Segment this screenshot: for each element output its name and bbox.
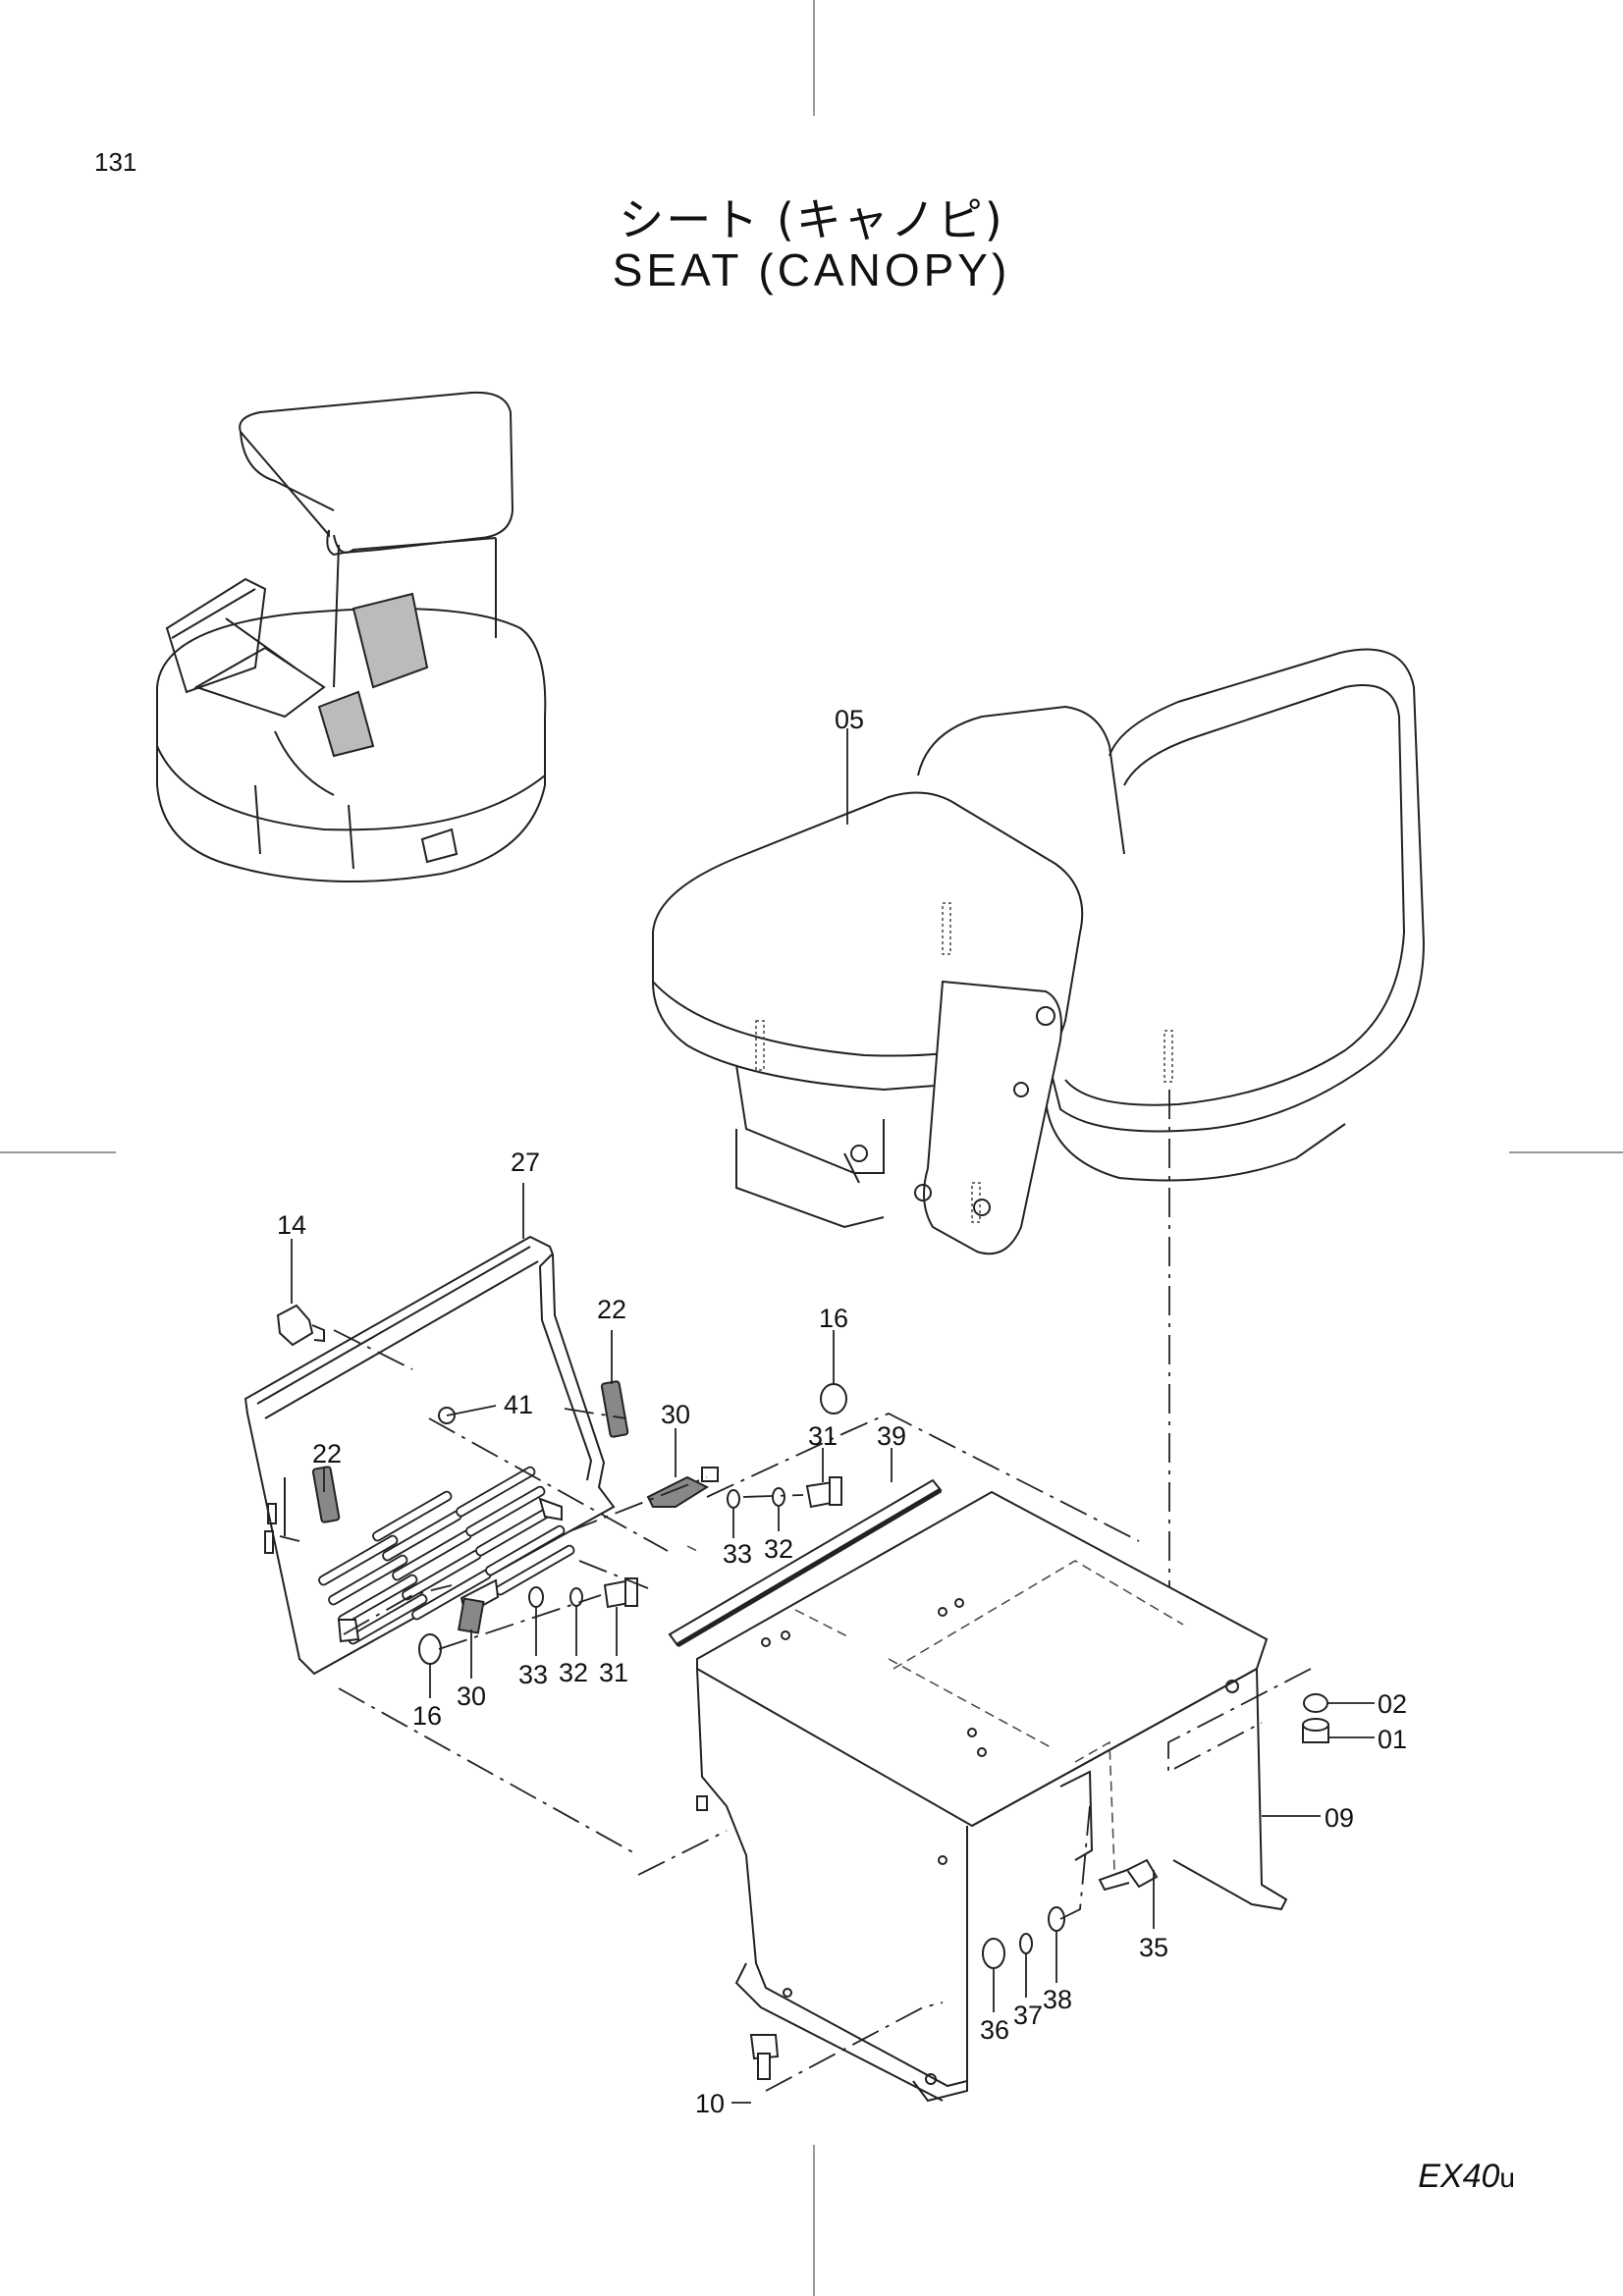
callout-38: 38 xyxy=(1043,1985,1072,2014)
seat-assembly xyxy=(652,648,1426,1255)
model-suffix: u xyxy=(1499,2163,1515,2193)
callout-33-lower: 33 xyxy=(518,1660,548,1689)
machine-overview-illustration xyxy=(156,391,547,882)
callout-22-lower: 22 xyxy=(312,1439,342,1468)
callout-01: 01 xyxy=(1378,1725,1407,1754)
model-label: EX40u xyxy=(1418,2158,1515,2196)
callout-16-upper: 16 xyxy=(819,1304,848,1333)
callout-32-lower: 32 xyxy=(559,1658,588,1687)
model-prefix: EX40 xyxy=(1418,2158,1500,2195)
hardware-parts xyxy=(276,1304,1329,2080)
callout-39: 39 xyxy=(877,1421,906,1451)
callout-labels: 05 27 14 22 41 22 30 16 31 39 33 32 33 3… xyxy=(277,705,1407,2118)
seat-stand xyxy=(696,1490,1288,2103)
callout-02: 02 xyxy=(1378,1689,1407,1719)
callout-27: 27 xyxy=(511,1148,540,1177)
rear-cover xyxy=(243,1235,616,1676)
callout-22-upper: 22 xyxy=(597,1295,626,1324)
seat-hidden-fasteners xyxy=(755,902,1173,1223)
trim-strip-edge xyxy=(676,1487,943,1648)
callout-36: 36 xyxy=(980,2015,1009,2045)
leader-lines xyxy=(291,728,1375,2104)
assembly-lines xyxy=(279,1329,1312,2092)
page-number: 131 xyxy=(94,147,137,177)
title-english: SEAT (CANOPY) xyxy=(612,244,1011,295)
callout-31-upper: 31 xyxy=(808,1421,838,1451)
stand-hidden-lines xyxy=(686,1545,1184,1871)
callout-16-lower: 16 xyxy=(412,1701,442,1731)
callout-10: 10 xyxy=(695,2089,725,2118)
title-japanese: シート (キャノピ) xyxy=(619,193,1004,246)
callout-05: 05 xyxy=(835,705,864,734)
callout-33-upper: 33 xyxy=(723,1539,752,1569)
callout-09: 09 xyxy=(1325,1803,1354,1833)
callout-30-lower: 30 xyxy=(457,1682,486,1711)
callout-31-lower: 31 xyxy=(599,1658,628,1687)
callout-41: 41 xyxy=(504,1390,533,1419)
callout-37: 37 xyxy=(1013,2001,1043,2030)
callout-30-upper: 30 xyxy=(661,1400,690,1429)
callout-32-upper: 32 xyxy=(764,1534,793,1564)
callout-35: 35 xyxy=(1139,1933,1168,1962)
callout-14: 14 xyxy=(277,1210,306,1240)
cover-vent-slots xyxy=(318,1466,575,1645)
